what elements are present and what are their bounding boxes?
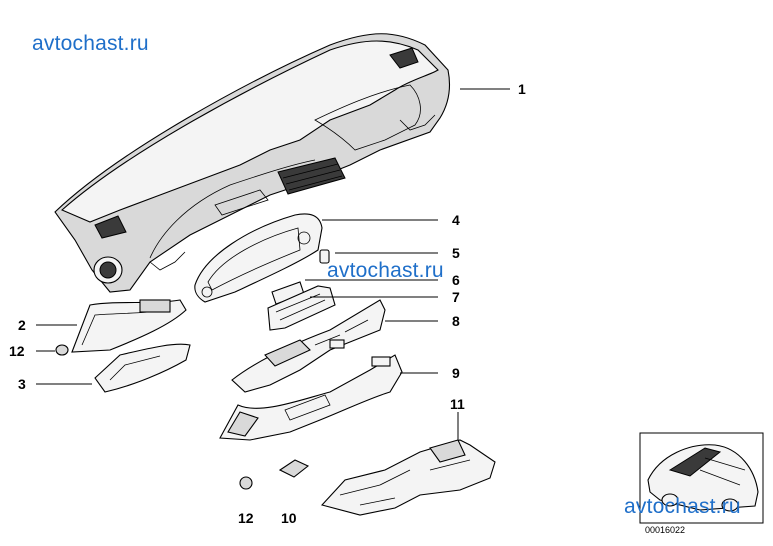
callout-12-left: 12: [9, 343, 25, 359]
clip-12-left-illustration: [55, 344, 69, 356]
trim-3-illustration: [94, 343, 191, 393]
clip-12-bottom-illustration: [239, 476, 253, 490]
callout-4: 4: [452, 212, 460, 228]
callout-9: 9: [452, 365, 460, 381]
dashboard-illustration: [54, 33, 451, 293]
trim-9-illustration: [219, 354, 403, 441]
watermark-top: avtochast.ru: [32, 32, 149, 55]
clip-10-illustration: [278, 459, 310, 478]
car-thumbnail-illustration: [639, 432, 764, 524]
clip-5-illustration: [319, 249, 330, 264]
part-number: 00016022: [645, 525, 685, 535]
callout-6: 6: [452, 272, 460, 288]
trim-8-illustration: [231, 299, 386, 393]
callout-7: 7: [452, 289, 460, 305]
callout-8: 8: [452, 313, 460, 329]
callout-10: 10: [281, 510, 297, 526]
callout-12-bottom: 12: [238, 510, 254, 526]
callout-5: 5: [452, 245, 460, 261]
callout-3: 3: [18, 376, 26, 392]
watermark-bottom-right: avtochast.ru: [624, 495, 741, 518]
callout-1: 1: [518, 81, 526, 97]
callout-2: 2: [18, 317, 26, 333]
cluster-surround-illustration: [194, 213, 323, 303]
cover-11-illustration: [320, 439, 496, 516]
watermark-middle: avtochast.ru: [327, 259, 444, 282]
callout-11: 11: [450, 396, 465, 412]
bracket-7-illustration: [267, 281, 336, 331]
trim-2-illustration: [71, 299, 187, 353]
